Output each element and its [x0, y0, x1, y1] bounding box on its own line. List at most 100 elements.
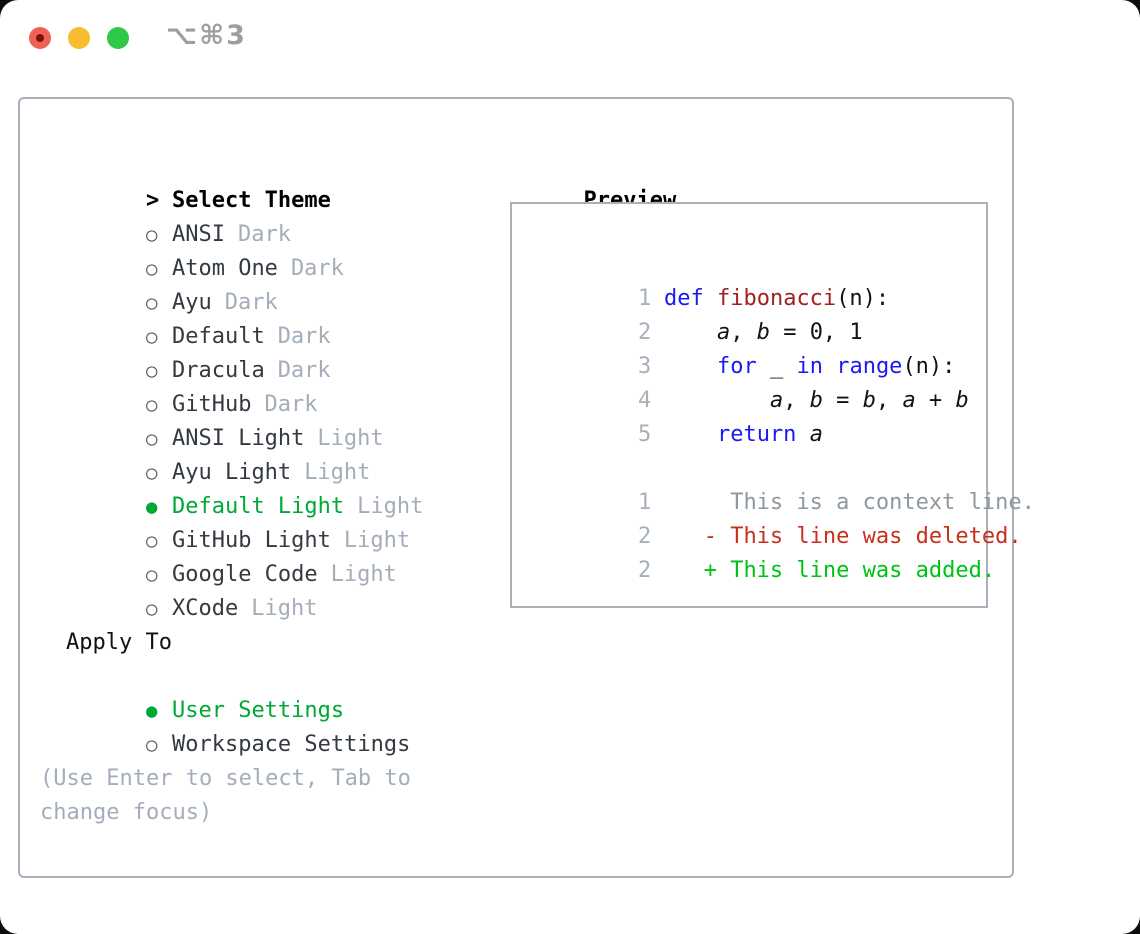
code-text	[664, 354, 717, 379]
code-line: 3 for _ in range(n):	[532, 316, 986, 379]
diff-text: + This line was added.	[663, 558, 996, 583]
code-text: +	[915, 388, 956, 413]
radio-unselected-icon: ○	[145, 428, 158, 450]
theme-variant-tag: Light	[343, 528, 411, 553]
code-text: ,	[875, 388, 903, 413]
code-text: =	[822, 388, 863, 413]
line-number: 1	[637, 490, 652, 515]
apply-option-label: User Settings	[171, 698, 345, 723]
radio-unselected-icon: ○	[145, 326, 158, 348]
apply-to-group: Apply To ● User Settings ○ Workspace Setti…	[40, 626, 410, 757]
line-number: 1	[637, 286, 652, 311]
theme-option-xcode-light[interactable]: ○ XCode Light	[40, 558, 423, 621]
theme-name: Google Code	[171, 562, 318, 587]
diff-text: - This line was deleted.	[663, 524, 1022, 549]
code-text	[664, 422, 717, 447]
radio-unselected-icon: ○	[145, 258, 158, 280]
theme-list-title: Select Theme	[171, 188, 331, 213]
theme-list-header: > Select Theme	[40, 150, 423, 213]
code-line: 5 return a	[532, 384, 986, 447]
minimize-button-icon[interactable]	[68, 27, 90, 49]
line-number: 2	[637, 524, 652, 549]
radio-unselected-icon: ○	[145, 530, 158, 552]
code-variable: a	[769, 388, 784, 413]
diff-deleted-line: 2 - This line was deleted.	[532, 486, 1022, 549]
code-line: 4 a, b = b, a + b	[532, 350, 986, 413]
theme-variant-tag: Light	[304, 460, 371, 485]
code-keyword: for	[716, 354, 757, 379]
radio-unselected-icon: ○	[145, 564, 158, 586]
code-variable: b	[809, 388, 823, 413]
theme-option-atom-one-dark[interactable]: ○ Atom One Dark	[40, 218, 423, 281]
theme-variant-tag: Dark	[237, 222, 291, 247]
cursor-icon: >	[145, 188, 160, 213]
theme-name: Atom One	[171, 256, 278, 281]
apply-option-workspace-settings[interactable]: ○ Workspace Settings	[40, 694, 410, 757]
line-number: 3	[637, 354, 652, 379]
code-variable: b	[862, 388, 876, 413]
radio-unselected-icon: ○	[145, 360, 158, 382]
code-keyword: def	[663, 286, 704, 311]
theme-variant-tag: Light	[317, 426, 384, 451]
theme-name: GitHub Light	[171, 528, 331, 553]
keyboard-hint: (Use Enter to select, Tab to change focu…	[40, 766, 411, 825]
theme-option-github-light[interactable]: ○ GitHub Light Light	[40, 490, 423, 553]
zoom-button-icon[interactable]	[107, 27, 129, 49]
traffic-lights	[29, 27, 129, 49]
diff-text: This is a context line.	[663, 490, 1035, 515]
code-function-name: fibonacci	[716, 286, 837, 311]
radio-unselected-icon: ○	[145, 734, 158, 756]
code-text	[823, 354, 836, 379]
theme-variant-tag: Light	[251, 596, 318, 621]
radio-selected-icon: ●	[145, 700, 158, 722]
theme-name: XCode	[171, 596, 239, 621]
theme-name: Dracula	[171, 358, 265, 383]
theme-variant-tag: Dark	[264, 392, 318, 417]
preview-code-box: 1 def fibonacci (n): 2 a, b = 0, 1 3 for _…	[510, 202, 1035, 608]
radio-selected-icon: ●	[145, 496, 158, 518]
code-line: 2 a, b = 0, 1	[532, 282, 986, 345]
line-number: 5	[637, 422, 652, 447]
code-variable: a	[809, 422, 823, 447]
code-variable: b	[955, 388, 969, 413]
code-text: ,	[783, 388, 810, 413]
code-text: = 0, 1	[769, 320, 863, 345]
theme-name: ANSI	[171, 222, 225, 247]
code-variable: a	[902, 388, 916, 413]
radio-unselected-icon: ○	[145, 292, 158, 314]
line-number: 2	[637, 558, 652, 583]
line-number: 4	[637, 388, 652, 413]
theme-option-default-light[interactable]: ● Default Light Light	[40, 456, 423, 519]
code-text: (n):	[902, 354, 956, 379]
code-variable: a	[716, 320, 731, 345]
code-text: ,	[730, 320, 757, 345]
apply-to-title: Apply To	[66, 630, 172, 655]
code-text	[704, 286, 717, 311]
theme-name: Default Light	[171, 494, 345, 519]
theme-variant-tag: Dark	[290, 256, 344, 281]
theme-option-dracula-dark[interactable]: ○ Dracula Dark	[40, 320, 423, 383]
theme-name: ANSI Light	[171, 426, 305, 451]
code-builtin: range	[836, 354, 903, 379]
diff-added-line: 2 + This line was added.	[532, 520, 995, 583]
code-text: _	[756, 354, 797, 379]
theme-name: GitHub	[171, 392, 252, 417]
preview-title-row: Preview	[504, 150, 676, 213]
code-variable: b	[756, 320, 770, 345]
theme-name: Default	[171, 324, 265, 349]
theme-option-github-dark[interactable]: ○ GitHub Dark	[40, 354, 423, 417]
theme-option-ansi-light[interactable]: ○ ANSI Light Light	[40, 388, 423, 451]
apply-option-label: Workspace Settings	[171, 732, 411, 757]
theme-option-google-code-light[interactable]: ○ Google Code Light	[40, 524, 423, 587]
close-button-icon[interactable]	[29, 27, 51, 49]
theme-variant-tag: Dark	[277, 358, 331, 383]
apply-option-user-settings[interactable]: ● User Settings	[40, 660, 410, 723]
radio-unselected-icon: ○	[145, 462, 158, 484]
